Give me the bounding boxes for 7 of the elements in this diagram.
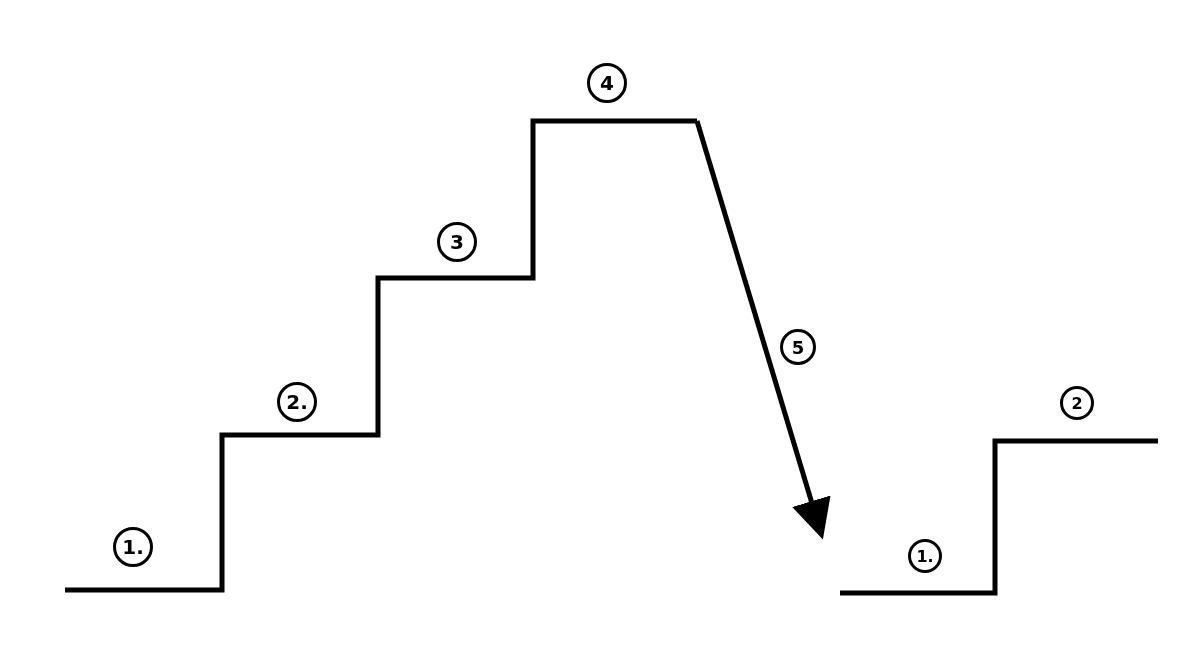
callout-number: 5 bbox=[780, 329, 816, 365]
callout-number: 3 bbox=[437, 222, 477, 262]
callout-number: 1. bbox=[908, 539, 942, 573]
callout-number: 1. bbox=[113, 527, 153, 567]
callout-number: 2. bbox=[277, 382, 317, 422]
callout-number: 2 bbox=[1060, 386, 1094, 420]
callout-number: 4 bbox=[587, 63, 627, 103]
